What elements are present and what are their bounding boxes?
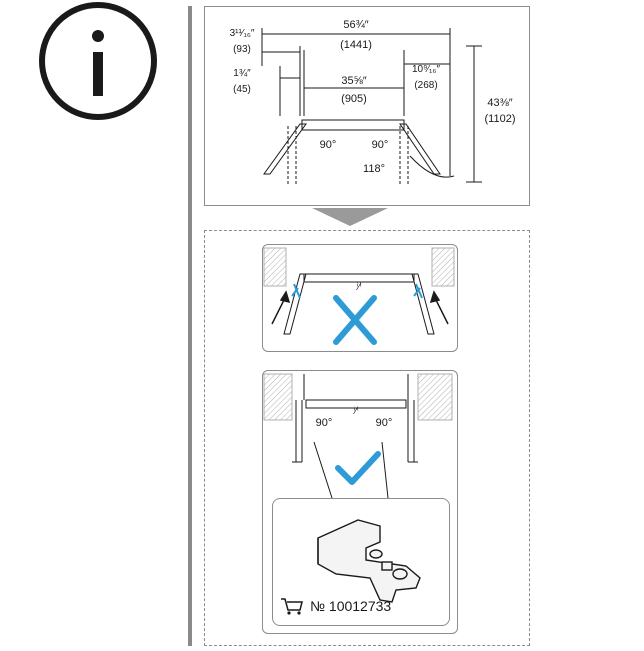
- right-gap-mark: ⁱ⁄ⁱ: [352, 406, 359, 417]
- check-icon: [335, 451, 381, 485]
- right-offset-in: 10⁹⁄₁₆″: [412, 64, 440, 75]
- door-stop-part-image: [317, 519, 421, 603]
- depth-in: 43⅜″: [487, 97, 512, 109]
- inner-width-in: 35⅝″: [341, 75, 366, 87]
- door-thickness-in: 1¾″: [233, 68, 251, 79]
- part-number-row: № 10012733: [280, 596, 391, 616]
- correct-install-drawing: 90° 90° ⁱ⁄ⁱ: [263, 373, 453, 499]
- overall-width-mm: (1441): [340, 39, 372, 51]
- cross-icon: [333, 295, 377, 345]
- wrong-gap-mark: ⁱ⁄ⁱ: [355, 282, 362, 293]
- part-number: № 10012733: [310, 598, 392, 614]
- top-dimension-drawing: 56¾″ (1441) 3¹¹⁄₁₆″ (93) 1¾″ (45) 35⅝″ (…: [230, 19, 516, 186]
- right-offset-mm: (268): [414, 80, 437, 91]
- wrong-install-drawing: ⁱ⁄ⁱ: [263, 247, 455, 345]
- angle-left: 90°: [320, 139, 337, 151]
- top-dimension-panel: [204, 6, 530, 206]
- steps-panel: [204, 230, 530, 646]
- right-angle-left: 90°: [316, 417, 333, 429]
- side-offset-mm: (93): [233, 44, 251, 55]
- inner-width-mm: (905): [341, 93, 367, 105]
- wrong-impact-left-icon: [291, 283, 301, 299]
- overall-width-in: 56¾″: [343, 19, 368, 31]
- side-offset-in: 3¹¹⁄₁₆″: [230, 28, 255, 39]
- down-arrow-icon: [312, 208, 388, 226]
- angle-open: 118°: [363, 163, 385, 175]
- wrong-impact-right-icon: [413, 283, 423, 299]
- depth-mm: (1102): [485, 113, 516, 125]
- right-angle-right: 90°: [376, 417, 393, 429]
- wrong-install-panel: [262, 244, 458, 352]
- info-icon: [39, 2, 157, 120]
- door-thickness-mm: (45): [233, 84, 251, 95]
- angle-right: 90°: [372, 139, 389, 151]
- shopping-cart-icon: [281, 598, 303, 615]
- divider-line: [188, 6, 192, 646]
